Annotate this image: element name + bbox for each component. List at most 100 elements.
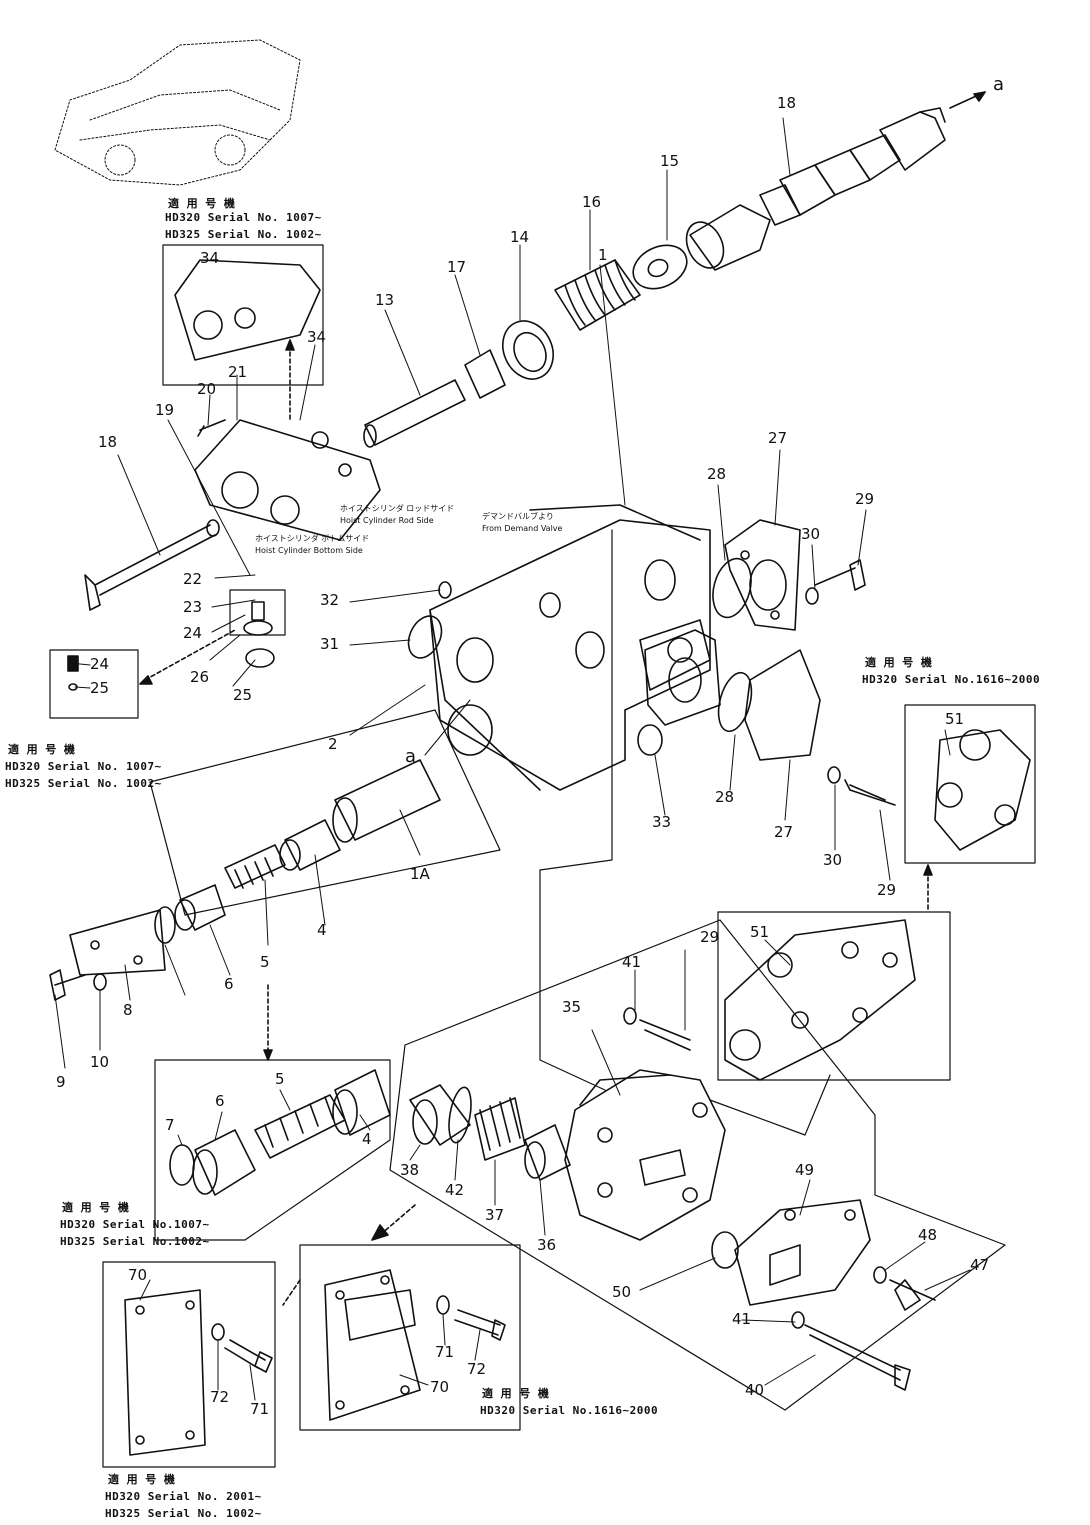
bolt-72-center (454, 1309, 506, 1341)
serial-bottom-left-2: HD325 Serial No. 1002~ (105, 1507, 262, 1520)
callout-27-bottom: 27 (774, 823, 794, 841)
bolt-20 (197, 419, 226, 437)
detail-box-24-25 (49, 649, 139, 719)
callout-72-center: 72 (467, 1360, 487, 1378)
callout-24: 24 (183, 624, 203, 642)
serial-bottom-center-1: HD320 Serial No.1616~2000 (480, 1404, 659, 1417)
inset-box-right-upper (904, 704, 1036, 864)
plate-8 (69, 909, 166, 976)
callout-40: 40 (745, 1381, 765, 1399)
machine-thumbnail (54, 39, 301, 186)
callout-15: 15 (660, 152, 680, 170)
piston-4-lower (332, 1069, 391, 1136)
cap-assembly-51 (934, 729, 1031, 851)
ring-14 (502, 320, 554, 380)
callout-41-lower: 41 (732, 1310, 752, 1328)
callout-18-top: 18 (777, 94, 797, 112)
piston-4-upper (279, 819, 341, 871)
callout-70-center: 70 (430, 1378, 450, 1396)
callout-24-detail: 24 (90, 655, 110, 673)
serial-top-left-2: HD325 Serial No. 1002~ (165, 228, 322, 241)
callout-23: 23 (183, 598, 203, 616)
heading-applicable-right-upper: 適 用 号 機 (865, 656, 933, 669)
spring-16 (554, 259, 641, 331)
callout-28-bottom: 28 (715, 788, 735, 806)
callout-35: 35 (562, 998, 582, 1016)
heading-applicable-bottom-mid-left: 適 用 号 機 (62, 1201, 130, 1214)
plate-70-center (324, 1269, 421, 1421)
callout-a: a (405, 746, 417, 767)
serial-left-mid-1: HD320 Serial No. 1007~ (5, 760, 162, 773)
rod-side-label-en: Hoist Cylinder Rod Side (340, 516, 434, 525)
spring-37 (474, 1097, 526, 1161)
bottom-side-label-en: Hoist Cylinder Bottom Side (255, 546, 363, 555)
callout-4-upper: 4 (317, 921, 327, 939)
callout-21: 21 (228, 363, 248, 381)
callout-34: 34 (307, 328, 327, 346)
callout-71-left: 71 (250, 1400, 270, 1418)
callout-37: 37 (485, 1206, 505, 1224)
callout-6-upper: 6 (224, 975, 234, 993)
oring-31 (407, 615, 443, 659)
rod-side-label-jp: ホイストシリンダ ロッドサイド (340, 504, 455, 513)
block-49 (734, 1199, 871, 1306)
washer-41-lower (791, 1311, 805, 1329)
callout-30-bottom: 30 (823, 851, 843, 869)
callout-4-lower: 4 (362, 1130, 372, 1148)
inset-box-right-mid (717, 911, 951, 1081)
spring-5-upper (224, 844, 286, 889)
callout-29-top: 29 (855, 490, 875, 508)
callout-50: 50 (612, 1283, 632, 1301)
callout-72-left: 72 (210, 1388, 230, 1406)
oring-50 (711, 1231, 739, 1269)
serial-bottom-mid-left-2: HD325 Serial No.1002~ (60, 1235, 210, 1248)
bolt-29-upper (814, 559, 866, 591)
sleeve-1A (332, 759, 441, 843)
plug-6-lower (192, 1129, 256, 1196)
inset-box-bottom-left (102, 1261, 276, 1468)
washer-15 (632, 244, 688, 290)
plate-70-left (124, 1289, 206, 1456)
callout-32: 32 (320, 591, 340, 609)
oring-42 (448, 1086, 472, 1144)
cap-assembly-51-mid (724, 919, 916, 1081)
cover-34 (194, 419, 381, 541)
callout-51-mid: 51 (750, 923, 770, 941)
bolt-9 (49, 969, 86, 1001)
serial-right-upper-1: HD320 Serial No.1616~2000 (862, 673, 1041, 686)
cover-27-lower (744, 649, 821, 761)
pin-13 (363, 379, 466, 448)
callout-41-mid: 41 (622, 953, 642, 971)
washer-48 (873, 1266, 887, 1284)
direction-marker: a (993, 74, 1005, 95)
callout-70-left: 70 (128, 1266, 148, 1284)
piston-36 (524, 1124, 571, 1181)
callout-2: 2 (328, 735, 338, 753)
callout-29-bottom: 29 (877, 881, 897, 899)
bolt-71-left (224, 1339, 273, 1373)
callout-47: 47 (970, 1256, 990, 1274)
oring-7-upper (154, 906, 176, 944)
heading-applicable-left-mid: 適 用 号 機 (8, 743, 76, 756)
callout-48: 48 (918, 1226, 938, 1244)
callout-33: 33 (652, 813, 672, 831)
callout-25-detail: 25 (90, 679, 110, 697)
heading-applicable-bottom-center: 適 用 号 機 (482, 1387, 550, 1400)
callout-10: 10 (90, 1053, 110, 1071)
callout-42: 42 (445, 1181, 465, 1199)
callout-box-lower-valve (389, 919, 1006, 1411)
plug-6-upper (174, 884, 226, 931)
callout-9: 9 (56, 1073, 66, 1091)
callout-5-upper: 5 (260, 953, 270, 971)
bolt-29-mid (639, 1019, 691, 1051)
serial-bottom-left-1: HD320 Serial No. 2001~ (105, 1490, 262, 1503)
callout-71-center: 71 (435, 1343, 455, 1361)
heading-applicable-top-left: 適 用 号 機 (168, 197, 236, 210)
inset-box-bottom-center (299, 1244, 521, 1431)
detail-box-22-26 (229, 589, 286, 636)
washer-71-center (436, 1295, 450, 1315)
serial-bottom-mid-left-1: HD320 Serial No.1007~ (60, 1218, 210, 1231)
callout-19: 19 (155, 401, 175, 419)
